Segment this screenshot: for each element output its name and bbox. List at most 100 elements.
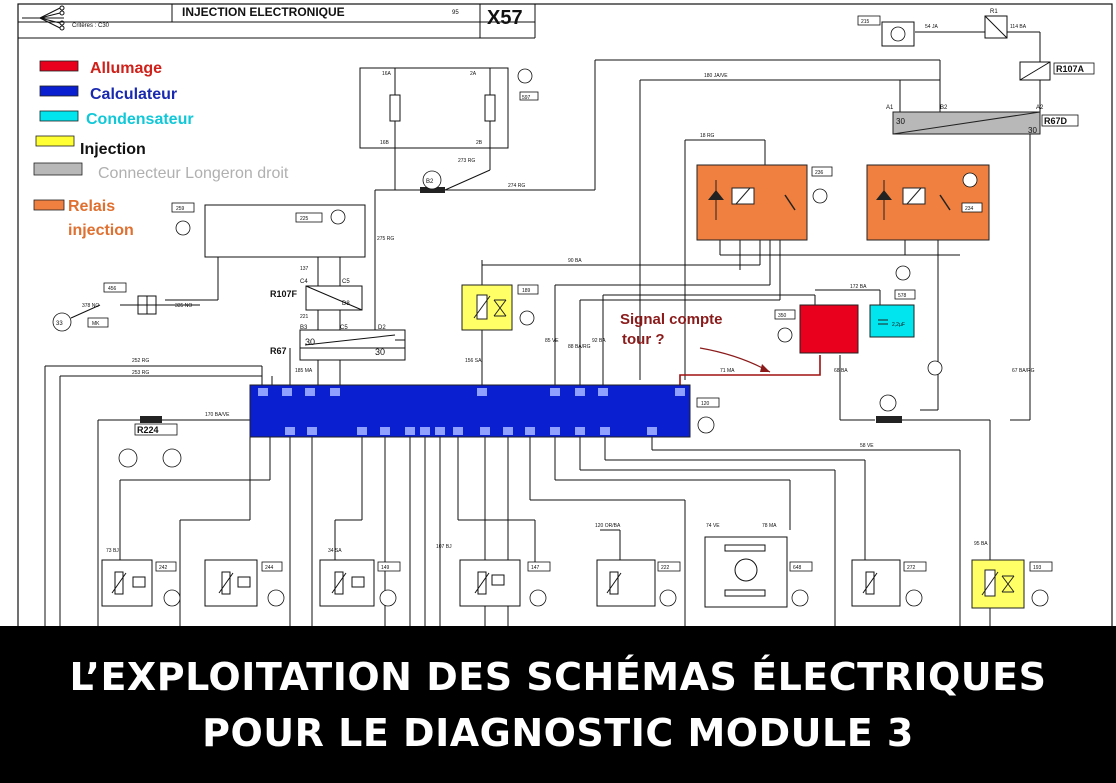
legend-label-injection: Injection: [80, 141, 146, 158]
label-16b: 16B: [380, 140, 390, 146]
criteria-code: Critères : C30: [72, 23, 110, 29]
wire-107: 107 BJ: [436, 544, 452, 550]
legend-label-condensateur: Condensateur: [86, 111, 194, 128]
wire-221: 221: [300, 314, 309, 320]
wire-156: 156 SA: [465, 358, 482, 364]
component-350: 350: [778, 313, 787, 319]
condenser-578: [869, 304, 915, 338]
wire-95: 95 BA: [974, 541, 988, 547]
wire-120: 120 OR/BA: [595, 523, 621, 529]
component-244: 244: [265, 565, 274, 571]
connector-r67: R67: [270, 346, 287, 356]
component-242: 242: [159, 565, 168, 571]
component-193: 193: [1033, 565, 1042, 571]
wire-58: 58 VE: [860, 443, 874, 449]
component-215: 215: [861, 19, 870, 25]
injector-193: [971, 559, 1025, 609]
wire-180: 180 JA/VE: [704, 73, 728, 79]
wire-114: 114 BA: [1010, 24, 1027, 30]
wire-274: 274 RG: [508, 183, 525, 189]
ecu-calculateur: [249, 384, 691, 438]
wire-92: 92 BA: [592, 338, 606, 344]
condenser-value: 2,2µF: [892, 322, 905, 328]
legend-label-relais-2: injection: [68, 222, 134, 239]
legend-swatch-condensateur: [39, 110, 79, 122]
banner-line-2: POUR LE DIAGNOSTIC MODULE 3: [202, 710, 914, 755]
wire-172: 172 BA: [850, 284, 867, 290]
wire-252: 252 RG: [132, 358, 149, 364]
component-648: 648: [793, 565, 802, 571]
wire-73: 73 BJ: [106, 548, 119, 554]
pin-30-c: 30: [896, 117, 905, 126]
legend-label-allumage: Allumage: [90, 60, 162, 77]
signal-wire: [679, 355, 821, 385]
wire-88: 88 BA/RG: [568, 344, 591, 350]
label-2a: 2A: [470, 71, 477, 77]
component-578: 578: [898, 293, 907, 299]
wire-85: 85 VE: [545, 338, 559, 344]
connector-r67d: R67D: [1044, 116, 1068, 126]
wire-34: 34 SA: [328, 548, 342, 554]
banner-line-1: L’EXPLOITATION DES SCHÉMAS ÉLECTRIQUES: [69, 654, 1047, 699]
bottom-sensors: 242 244 149 147: [101, 536, 1053, 609]
ecu-pins: [258, 388, 685, 435]
harness-icon: [22, 5, 65, 31]
pin-30-b: 30: [375, 347, 385, 357]
connector-b2-plug: [420, 187, 445, 193]
component-222: 222: [661, 565, 670, 571]
wire-378: 378 NO: [82, 303, 99, 309]
connector-c4: C4: [300, 279, 308, 285]
annotation-arrow: [699, 347, 771, 373]
wire-74: 74 VE: [706, 523, 720, 529]
wire-137: 137: [300, 266, 309, 272]
fuse-16: [389, 94, 401, 122]
ground-ref-icon: [517, 68, 533, 84]
legend-swatch-injection: [35, 135, 75, 147]
connector-a2: A2: [1036, 105, 1044, 111]
legend-swatch-relais: [33, 199, 65, 211]
legend-label-relais: Relais: [68, 198, 115, 215]
diagram-title: INJECTION ELECTRONIQUE: [182, 5, 345, 19]
wire-90: 90 BA: [568, 258, 582, 264]
legend-label-calculateur: Calculateur: [90, 86, 177, 103]
wire-185: 185 MA: [295, 368, 313, 374]
wire-68: 68 BA: [834, 368, 848, 374]
motor-icon: [734, 558, 758, 582]
pin-30-d: 30: [1028, 126, 1037, 135]
fuse-2: [484, 94, 496, 122]
wire-253: 253 RG: [132, 370, 149, 376]
component-120: 120: [701, 401, 710, 407]
component-456: 456: [108, 286, 117, 292]
ground-mk: MK: [92, 321, 100, 327]
component-147: 147: [531, 565, 540, 571]
legend-swatch-allumage: [39, 60, 79, 72]
wires: [44, 31, 1041, 626]
connector-d8: D8: [342, 301, 350, 307]
diagram-frame: [17, 3, 1113, 626]
component-149: 149: [381, 565, 390, 571]
wire-275: 275 RG: [377, 236, 394, 242]
connector-r1: R1: [990, 9, 998, 15]
connector-d2: D2: [378, 325, 386, 331]
connector-c5-2: C5: [340, 325, 348, 331]
connector-r224: R224: [137, 425, 159, 435]
component-597: 597: [522, 95, 531, 101]
pin-30-a: 30: [305, 337, 315, 347]
connector-r107f: R107F: [270, 289, 298, 299]
wire-71: 71 MA: [720, 368, 735, 374]
legend-swatch-calculateur: [39, 85, 79, 97]
wiring-diagram: Critères : C30 INJECTION ELECTRONIQUE 95…: [17, 3, 1113, 626]
component-189: 189: [522, 288, 531, 294]
ground-33: 33: [56, 321, 63, 327]
wire-273: 273 RG: [458, 158, 475, 164]
title-banner: L’EXPLOITATION DES SCHÉMAS ÉLECTRIQUES P…: [0, 626, 1116, 783]
wire-78: 78 MA: [762, 523, 777, 529]
annotation-line-1: Signal compte: [620, 311, 723, 328]
component-225: 225: [300, 216, 309, 222]
component-236: 236: [815, 170, 824, 176]
page-number: 95: [452, 10, 459, 16]
connector-c5: C5: [342, 279, 350, 285]
legend-label-connecteur: Connecteur Longeron droit: [98, 165, 289, 182]
label-2b: 2B: [476, 140, 483, 146]
